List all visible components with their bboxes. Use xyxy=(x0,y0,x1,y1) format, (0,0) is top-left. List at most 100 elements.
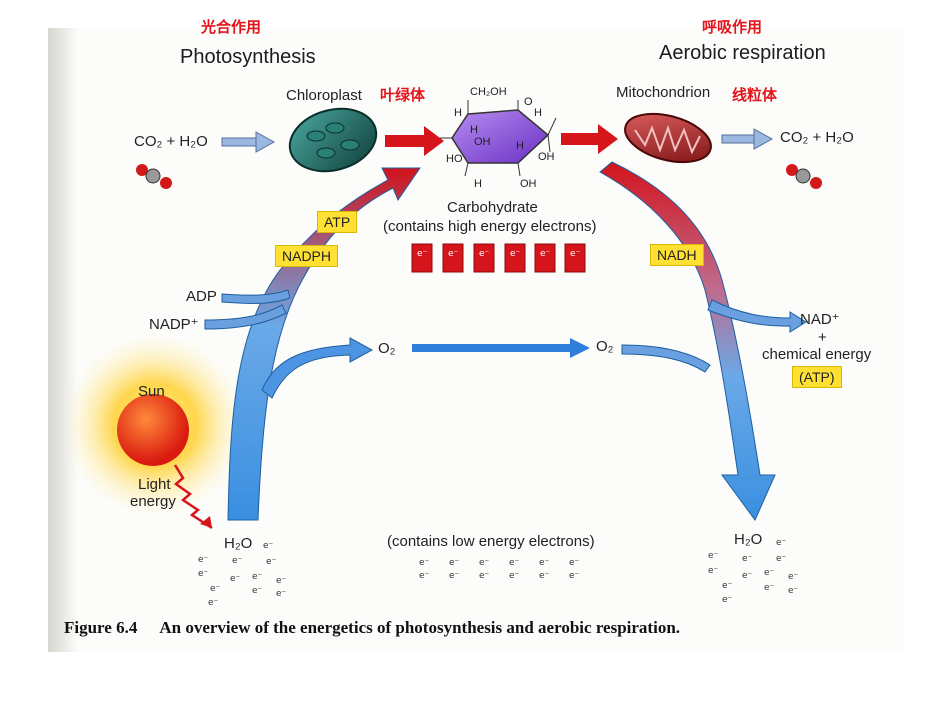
reactants-left-label: CO₂ + H₂O xyxy=(134,133,208,150)
glucose-oh-1: OH xyxy=(474,136,491,148)
glucose-h-4: H xyxy=(516,140,524,152)
electron: e⁻ xyxy=(210,584,221,594)
chloroplast-icon xyxy=(288,107,378,173)
book-spine xyxy=(48,28,78,652)
adp-label: ADP xyxy=(186,288,217,305)
water-right-label: H₂O xyxy=(734,531,763,548)
electron: e⁻ xyxy=(276,589,287,599)
photosynthesis-main-arrow xyxy=(227,167,421,521)
electron: e⁻ xyxy=(788,572,799,582)
electron-box-label-4: e⁻ xyxy=(510,249,521,259)
mitochondrion-label: Mitochondrion xyxy=(616,84,711,101)
nadp-label: NADP⁺ xyxy=(149,316,199,333)
nad-plus-label: NAD⁺ xyxy=(800,311,840,328)
electron: e⁻ xyxy=(263,541,274,551)
electron: e⁻ xyxy=(449,558,460,568)
glucose-h-1: H xyxy=(454,107,462,119)
electron: e⁻ xyxy=(708,551,719,561)
sun-label: Sun xyxy=(138,383,165,400)
mitochondrion-cristae xyxy=(634,124,701,155)
co2-molecule-right-icon xyxy=(786,164,822,189)
glucose-oh-2: OH xyxy=(538,151,555,163)
respiration-title: Aerobic respiration xyxy=(659,42,826,64)
glucose-o: O xyxy=(524,96,533,108)
light-ray-arrowhead xyxy=(200,516,212,528)
electron: e⁻ xyxy=(764,568,775,578)
water-left-label: H₂O xyxy=(224,535,253,552)
co2-to-chloroplast-arrow xyxy=(221,131,276,153)
adp-input-arrow xyxy=(221,289,291,304)
electron: e⁻ xyxy=(708,566,719,576)
chemical-energy-label: chemical energy xyxy=(762,346,872,363)
electron: e⁻ xyxy=(539,558,550,568)
atp-badge: ATP xyxy=(317,211,358,233)
glucose-ho: HO xyxy=(446,153,463,165)
co2-molecule-left-icon xyxy=(136,164,172,189)
respiration-cn-label: 呼吸作用 xyxy=(702,18,763,36)
electron: e⁻ xyxy=(788,586,799,596)
chloroplast-label: Chloroplast xyxy=(286,87,362,104)
electron: e⁻ xyxy=(252,572,263,582)
glucose-h-2: H xyxy=(534,107,542,119)
electron-box-label-1: e⁻ xyxy=(417,249,428,259)
sun-icon xyxy=(117,394,189,466)
electron-box-label-6: e⁻ xyxy=(570,249,581,259)
electron: e⁻ xyxy=(742,554,753,564)
oxygen-transfer-arrow xyxy=(412,344,572,352)
chloroplast-cn-label: 叶绿体 xyxy=(380,86,426,104)
carbohydrate-note: (contains high energy electrons) xyxy=(383,218,597,235)
electron: e⁻ xyxy=(276,576,287,586)
mitochondrion-to-co2-arrow xyxy=(721,128,774,150)
glucose-ch2oh: CH₂OH xyxy=(470,86,507,98)
electron: e⁻ xyxy=(722,581,733,591)
electron: e⁻ xyxy=(208,598,219,608)
electron: e⁻ xyxy=(198,555,209,565)
oxygen-transfer-arrowhead xyxy=(570,338,590,358)
electron: e⁻ xyxy=(776,554,787,564)
carbohydrate-label: Carbohydrate xyxy=(447,199,538,216)
glucose-h-5: H xyxy=(474,178,482,190)
carbohydrate-to-mitochondrion-arrow xyxy=(561,124,618,154)
oxygen-right-label: O₂ xyxy=(596,338,614,355)
atp-product-badge: (ATP) xyxy=(792,366,842,388)
electron: e⁻ xyxy=(232,556,243,566)
electron: e⁻ xyxy=(569,571,580,581)
oxygen-input-arrow xyxy=(621,344,711,373)
electron: e⁻ xyxy=(509,558,520,568)
glucose-h-3: H xyxy=(470,124,478,136)
electron-box-label-3: e⁻ xyxy=(479,249,490,259)
mitochondrion-icon xyxy=(624,112,712,164)
photosynthesis-title: Photosynthesis xyxy=(180,46,316,68)
light-label: Light xyxy=(138,476,171,493)
energy-label: energy xyxy=(130,493,176,510)
products-right-label: CO₂ + H₂O xyxy=(780,129,854,146)
respiration-main-arrow xyxy=(599,161,776,521)
electron: e⁻ xyxy=(449,571,460,581)
nadp-input-arrow xyxy=(204,304,287,330)
light-ray-icon xyxy=(173,464,213,530)
photosynthesis-cn-label: 光合作用 xyxy=(201,18,262,36)
electron: e⁻ xyxy=(419,558,430,568)
high-energy-electron-boxes xyxy=(411,243,586,273)
electron-box-label-2: e⁻ xyxy=(448,249,459,259)
electron: e⁻ xyxy=(742,571,753,581)
nadh-badge: NADH xyxy=(650,244,704,266)
electron: e⁻ xyxy=(569,558,580,568)
glucose-oh-3: OH xyxy=(520,178,537,190)
electron: e⁻ xyxy=(230,574,241,584)
electron: e⁻ xyxy=(722,595,733,605)
plus-sign: + xyxy=(818,329,827,346)
mitochondrion-cn-label: 线粒体 xyxy=(732,86,778,104)
nad-output-arrow xyxy=(707,299,807,333)
oxygen-left-label: O₂ xyxy=(378,340,396,357)
electron: e⁻ xyxy=(776,538,787,548)
electron: e⁻ xyxy=(479,571,490,581)
chloroplast-thylakoids xyxy=(306,122,360,159)
figure-number: Figure 6.4 xyxy=(64,618,138,637)
electron: e⁻ xyxy=(198,569,209,579)
electron: e⁻ xyxy=(764,583,775,593)
electron: e⁻ xyxy=(419,571,430,581)
glucose-bonds xyxy=(440,100,557,177)
